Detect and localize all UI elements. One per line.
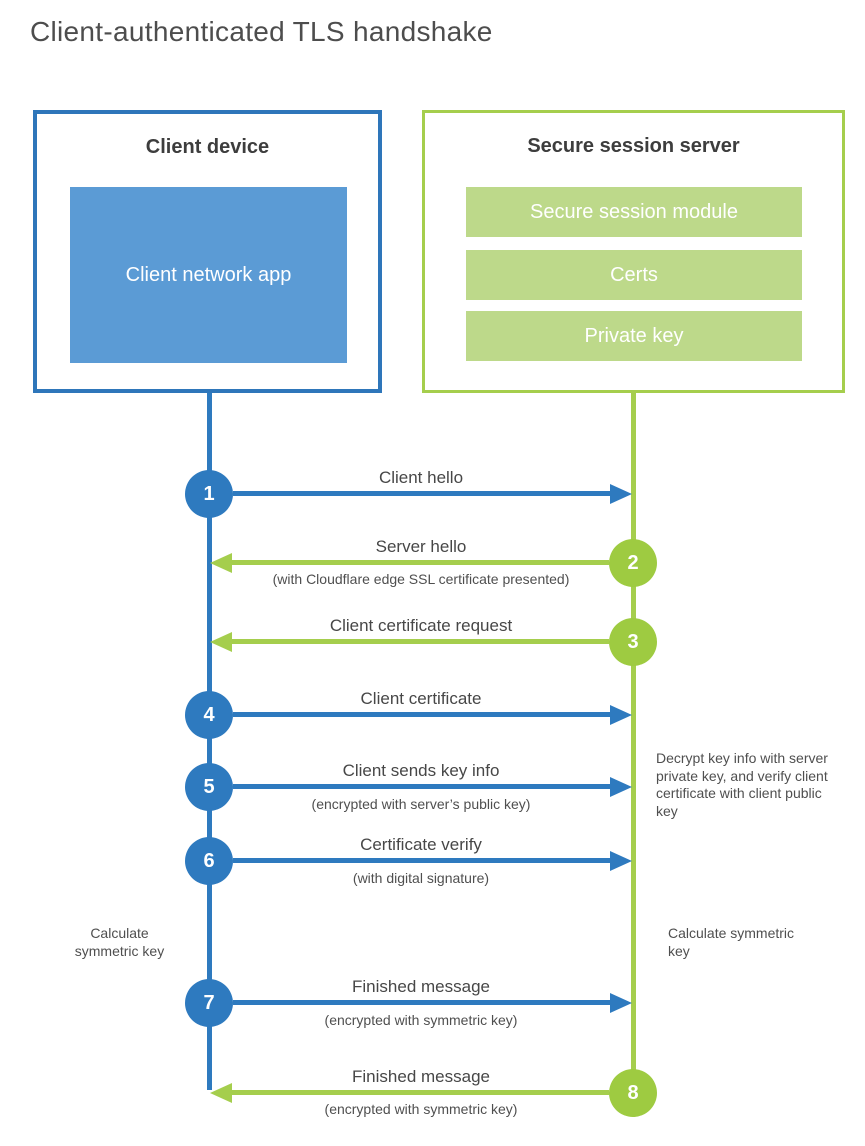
client-device-box: Client device Client network app — [33, 110, 382, 393]
message-sublabel: (encrypted with symmetric key) — [324, 1101, 518, 1117]
message-label: Client hello — [378, 468, 464, 487]
arrow-shaft — [233, 784, 612, 789]
arrow-shaft — [233, 1000, 612, 1005]
secure-session-server-box: Secure session server Secure session mod… — [422, 110, 845, 393]
step-6-badge: 6 — [185, 837, 233, 885]
arrow-right-icon — [610, 851, 632, 871]
secure-session-server-title: Secure session server — [527, 135, 740, 157]
step-5-badge: 5 — [185, 763, 233, 811]
arrow-shaft — [233, 858, 612, 863]
arrow-right-icon — [610, 705, 632, 725]
private-key-bar: Private key — [466, 311, 802, 361]
client-network-app-box: Client network app — [70, 187, 347, 363]
arrow-right-icon — [610, 777, 632, 797]
arrow-right-icon — [610, 993, 632, 1013]
arrow-shaft — [230, 639, 609, 644]
step-7-badge: 7 — [185, 979, 233, 1027]
decrypt-key-info-note: Decrypt key info with server private key… — [656, 750, 828, 819]
message-label: Client sends key info — [342, 761, 500, 780]
message-label: Finished message — [352, 977, 490, 996]
message-label: Server hello — [375, 537, 467, 556]
message-sublabel: (with digital signature) — [352, 870, 490, 886]
step-2-badge: 2 — [609, 539, 657, 587]
arrow-left-icon — [210, 1083, 232, 1103]
arrow-shaft — [230, 560, 609, 565]
arrow-right-icon — [610, 484, 632, 504]
step-1-badge: 1 — [185, 470, 233, 518]
certs-bar: Certs — [466, 250, 802, 300]
server-lifeline — [631, 393, 636, 1095]
arrow-left-icon — [210, 632, 232, 652]
message-sublabel: (encrypted with server’s public key) — [311, 796, 531, 812]
message-sublabel: (with Cloudflare edge SSL certificate pr… — [272, 571, 570, 587]
message-sublabel: (encrypted with symmetric key) — [324, 1012, 518, 1028]
message-label: Certificate verify — [360, 835, 482, 854]
arrow-shaft — [233, 491, 612, 496]
step-8-badge: 8 — [609, 1069, 657, 1117]
secure-session-module-bar: Secure session module — [466, 187, 802, 237]
client-network-app-label: Client network app — [125, 263, 292, 286]
client-lifeline — [207, 393, 212, 1090]
arrow-shaft — [233, 712, 612, 717]
step-3-badge: 3 — [609, 618, 657, 666]
calculate-symmetric-key-note-client: Calculate symmetric key — [74, 925, 165, 959]
message-label: Finished message — [352, 1067, 490, 1086]
message-label: Client certificate — [360, 689, 482, 708]
message-label: Client certificate request — [329, 616, 513, 635]
calculate-symmetric-key-note-server: Calculate symmetric key — [668, 925, 795, 959]
step-4-badge: 4 — [185, 691, 233, 739]
page-title: Client-authenticated TLS handshake — [30, 16, 493, 47]
arrow-left-icon — [210, 553, 232, 573]
arrow-shaft — [230, 1090, 609, 1095]
client-device-title: Client device — [145, 136, 270, 158]
